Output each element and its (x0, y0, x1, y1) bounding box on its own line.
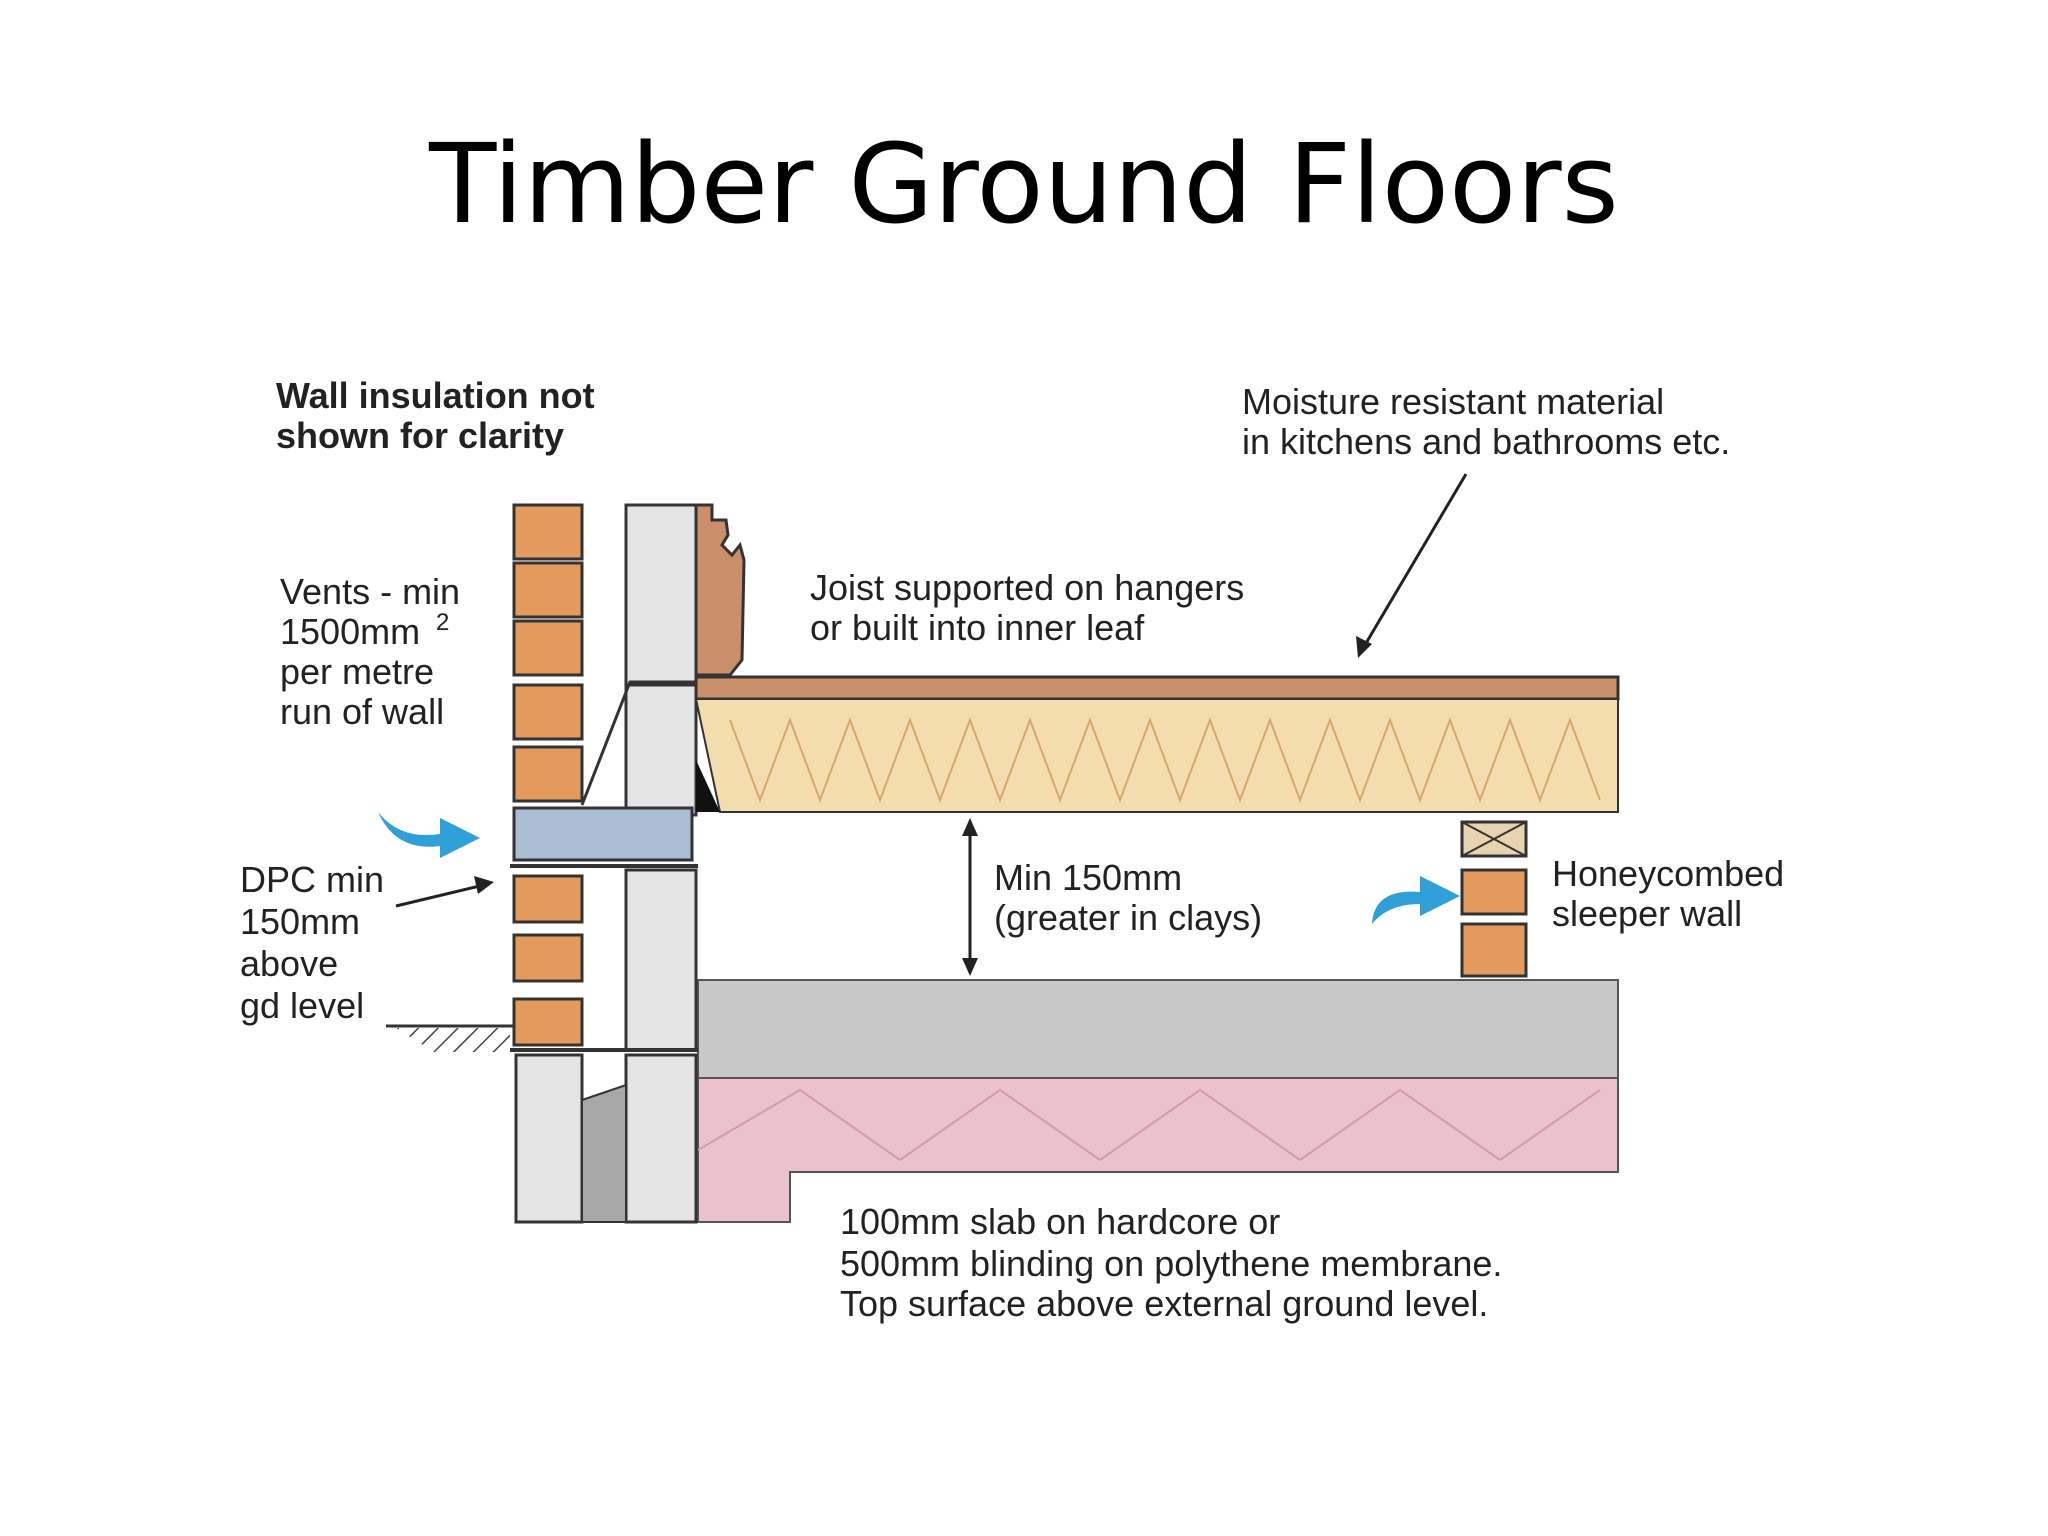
skirting-board (694, 503, 746, 677)
floor-insulation (694, 698, 1619, 813)
slab-note: 100mm slab on hardcore or 500mm blinding… (840, 1201, 1512, 1324)
vents-note: Vents - min 1500mm per metre run of wall (280, 571, 470, 732)
concrete-oversite (697, 979, 1619, 1079)
joist-note: Joist supported on hangers or built into… (810, 567, 1254, 648)
inner-leaf-blockwork (624, 503, 698, 1224)
sleeper-wall-note: Honeycombed sleeper wall (1552, 853, 1794, 934)
cavity-tray (580, 680, 696, 806)
sleeper-wall (1460, 820, 1528, 978)
outer-leaf-foundation (514, 1053, 627, 1224)
outer-leaf-brickwork (512, 503, 584, 1047)
wall-insulation-note: Wall insulation not shown for clarity (276, 375, 605, 456)
dpc-note: DPC min 150mm above gd level (240, 859, 394, 1026)
vent-airflow-arrow-icon (378, 812, 480, 858)
dpc-band (512, 806, 694, 862)
void-depth-note: Min 150mm (greater in clays) (994, 857, 1262, 938)
moisture-note: Moisture resistant material in kitchens … (1242, 381, 1730, 462)
slide-title: Timber Ground Floors (429, 120, 1619, 248)
vents-superscript: 2 (436, 609, 449, 636)
floorboards (694, 675, 1620, 701)
ground-hatch-icon (386, 1024, 514, 1052)
sleeper-vent-airflow-arrow-icon (1372, 876, 1460, 924)
leader-lines (395, 473, 1468, 976)
